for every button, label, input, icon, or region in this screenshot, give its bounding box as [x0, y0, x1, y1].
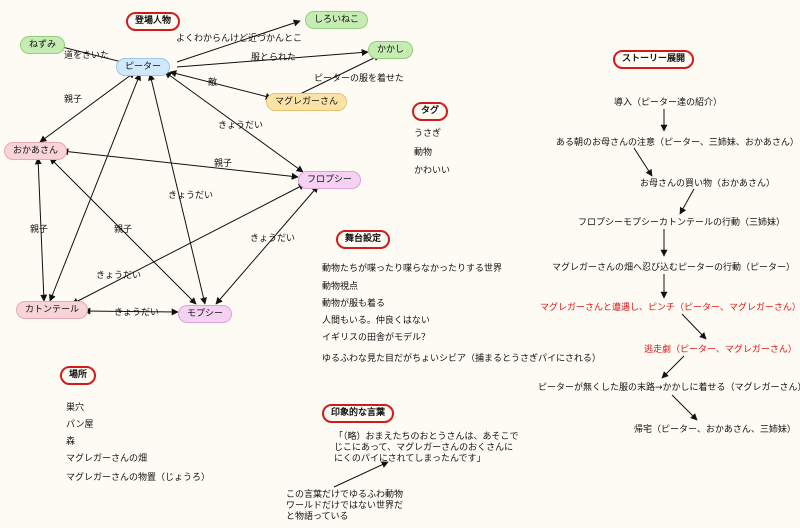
edge-label-dressed: ピーターの服を着せた [314, 74, 405, 84]
edge-cottontail-mopsy [83, 307, 179, 316]
edge-label-unknown: よくわからんけど近づかんとこ [176, 34, 303, 44]
edge-peter-mother [39, 71, 136, 143]
edge-label-parent-mother-cottontail: 親子 [30, 225, 49, 235]
setting-item: 動物たちが喋ったり喋らなかったりする世界 [322, 264, 503, 274]
setting-item: ゆるふわな見た目だがちょいシビア（捕まるとうさぎパイにされる） [322, 354, 601, 364]
story-step-1: 導入（ピーター達の紹介） [614, 98, 723, 108]
tag-item: 動物 [414, 148, 433, 158]
story-step-6: マグレガーさんと遭遇し、ピンチ（ピーター、マグレガーさん） [540, 303, 800, 313]
edge-peter-kakashi [176, 49, 369, 68]
edge-label-parent-mother-mopsy: 親子 [114, 225, 133, 235]
place-item: マグレガーさんの畑 [66, 454, 148, 464]
setting-item: イギリスの田舎がモデル？ [322, 333, 431, 343]
edge-peter-shiroineko [176, 19, 301, 63]
edge-mother-flopsy [61, 148, 299, 180]
story-arrow-3 [679, 188, 695, 215]
node-mother[interactable]: おかあさん [4, 142, 68, 160]
place-item: 巣穴 [66, 403, 85, 413]
story-arrow-6 [681, 313, 707, 340]
story-step-2: ある朝のお母さんの注意（ピーター、三姉妹、おかあさん） [556, 138, 799, 148]
heading-characters: 登場人物 [126, 12, 181, 31]
story-step-8: ピーターが無くした服の末路→かかしに着せる（マグレガーさん） [538, 383, 800, 393]
heading-setting: 舞台設定 [336, 230, 391, 249]
edge-label-enemy: 敵 [208, 78, 218, 88]
edge-label-road: 道をきいた [64, 51, 110, 61]
story-step-9: 帰宅（ピーター、おかあさん、三姉妹） [634, 425, 796, 435]
node-flopsy[interactable]: フロプシー [298, 171, 362, 189]
edge-label-clothes: 服とられた [251, 53, 297, 63]
edge-flopsy-mopsy [215, 185, 319, 305]
edge-label-sib-peter-mopsy: きょうだい [168, 191, 214, 201]
edge-mother-cottontail [34, 157, 48, 302]
edge-mcgregor-kakashi [297, 54, 381, 96]
edge-label-parent-mother-flopsy: 親子 [214, 159, 233, 169]
node-nezumi[interactable]: ねずみ [20, 36, 66, 54]
setting-item: 動物が服も着る [322, 299, 386, 309]
story-step-7: 逃走劇（ピーター、マグレガーさん） [644, 345, 797, 355]
heading-places: 場所 [60, 366, 97, 385]
edge-phrase-note-to-quote [333, 461, 389, 488]
node-shiroineko[interactable]: しろいねこ [305, 11, 369, 29]
edge-peter-mcgregor [169, 70, 273, 100]
tag-item: うさぎ [414, 129, 442, 139]
story-step-4: フロプシーモプシーカトンテールの行動（三姉妹） [578, 218, 786, 228]
phrase-note: この言葉だけでゆるふわ動物ワールドだけではない世界だと物語っている [286, 490, 404, 522]
edge-peter-mopsy [148, 73, 207, 305]
edge-label-parent-peter-mother: 親子 [64, 95, 83, 105]
setting-item: 動物視点 [322, 282, 359, 292]
node-cottontail[interactable]: カトンテール [16, 301, 89, 319]
place-item: 森 [66, 437, 76, 447]
node-mopsy[interactable]: モプシー [178, 305, 233, 323]
story-arrow-2 [633, 147, 653, 177]
story-step-3: お母さんの買い物（おかあさん） [640, 179, 776, 189]
edge-label-sib-peter-flopsy: きょうだい [218, 121, 264, 131]
heading-phrase: 印象的な言葉 [322, 404, 395, 423]
edge-label-sib-cottontail-mopsy: きょうだい [114, 308, 160, 318]
edge-peter-cottontail [49, 73, 141, 302]
place-item: マグレガーさんの物置（じょうろ） [66, 473, 211, 483]
heading-story: ストーリー展開 [613, 50, 695, 69]
edge-label-sib-flopsy-cottontail: きょうだい [96, 271, 142, 281]
node-peter[interactable]: ピーター [116, 58, 171, 76]
phrase-quote: 「（略）おまえたちのおとうさんは、あそこでじこにあって、マグレガーさんのおくさん… [334, 432, 519, 464]
story-arrow-7 [661, 355, 685, 379]
story-arrow-8 [671, 394, 698, 421]
edge-label-sib-flopsy-mopsy: きょうだい [250, 234, 296, 244]
place-item: パン屋 [66, 420, 94, 430]
tag-item: かわいい [414, 166, 451, 176]
node-kakashi[interactable]: かかし [368, 41, 414, 59]
story-step-5: マグレガーさんの畑へ忍び込むピーターの行動（ピーター） [552, 263, 796, 273]
heading-tags: タグ [412, 102, 449, 121]
node-mcgregor[interactable]: マグレガーさん [266, 93, 348, 111]
setting-item: 人間もいる。仲良くはない [322, 316, 430, 326]
